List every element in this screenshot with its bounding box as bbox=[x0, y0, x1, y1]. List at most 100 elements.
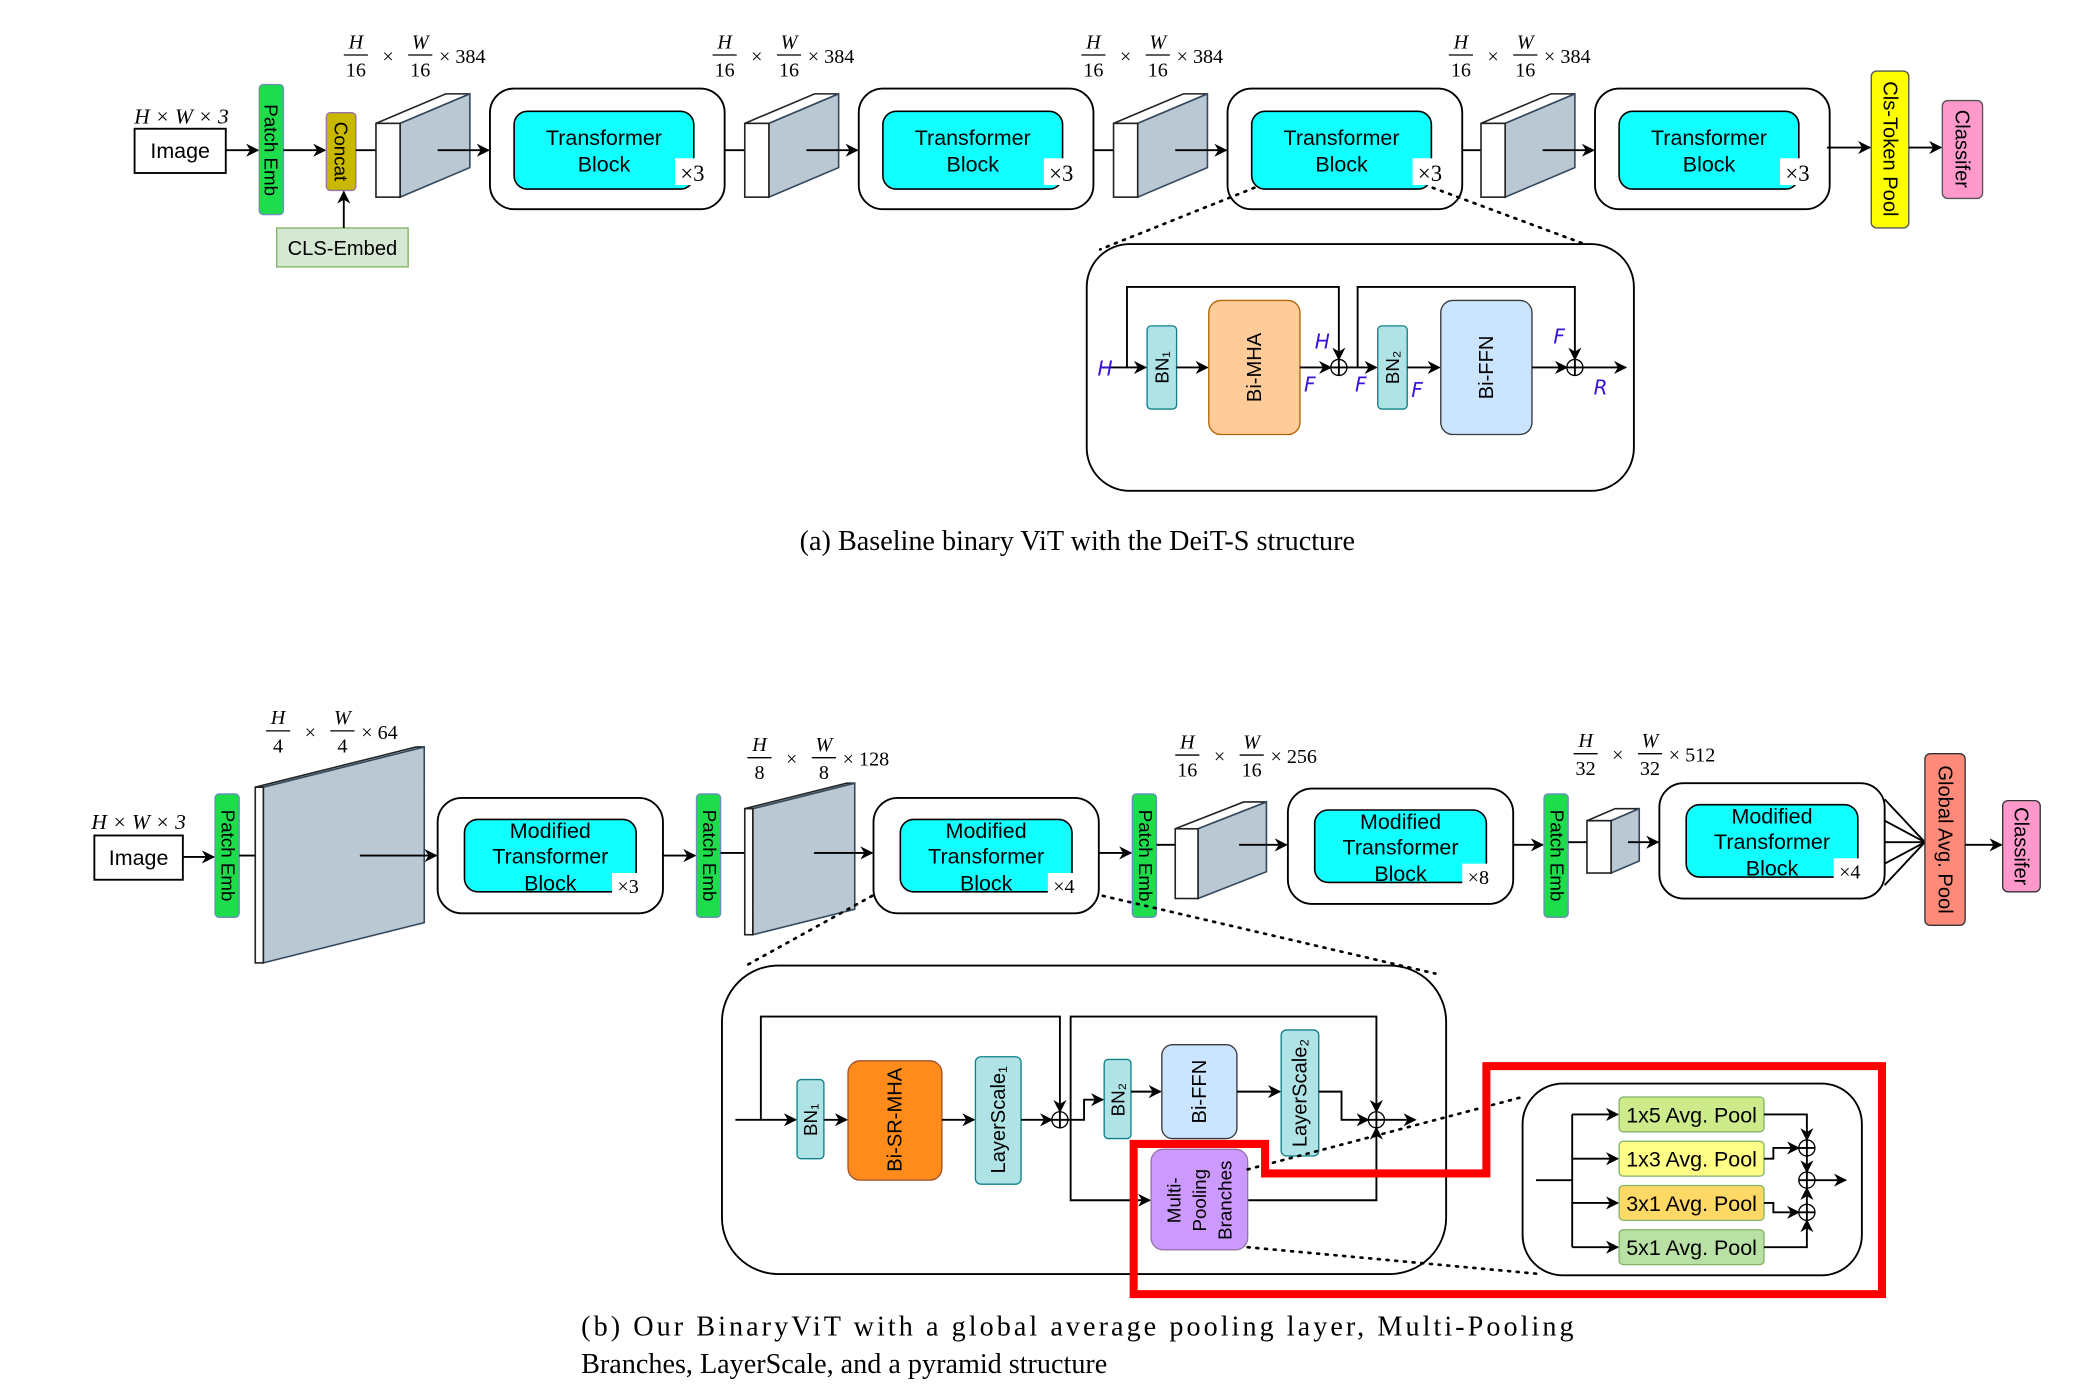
feature-map-tensor bbox=[1586, 807, 1641, 875]
modified-transformer-block bbox=[1313, 809, 1488, 884]
svg-text:16: 16 bbox=[346, 59, 366, 81]
token-fan-lines bbox=[1883, 798, 1926, 886]
arrow bbox=[1763, 1201, 1801, 1219]
svg-text:16: 16 bbox=[779, 59, 799, 81]
svg-text:H: H bbox=[751, 734, 768, 756]
svg-text:×: × bbox=[786, 749, 797, 771]
svg-text:16: 16 bbox=[715, 59, 735, 81]
global-avg-pool-block bbox=[1924, 753, 1966, 927]
block-label: Block bbox=[524, 871, 577, 895]
global-avg-pool-label: Global Avg. Pool bbox=[1933, 765, 1955, 913]
patch-emb-block bbox=[1131, 793, 1158, 918]
svg-text:32: 32 bbox=[1640, 758, 1660, 780]
input-dimension-label: H × W × 3 bbox=[90, 810, 185, 834]
svg-text:× 512: × 512 bbox=[1669, 745, 1716, 767]
feature-map-tensor bbox=[743, 92, 840, 199]
arrow bbox=[1067, 1093, 1105, 1121]
transformer-block bbox=[1250, 110, 1433, 190]
svg-text:W: W bbox=[1243, 731, 1262, 753]
classifier-block bbox=[2002, 799, 2041, 893]
feature-map-tensor bbox=[254, 745, 426, 964]
block-label: Block bbox=[960, 871, 1013, 895]
cls-embed-block bbox=[276, 227, 409, 268]
patch-emb-label: Patch Emb bbox=[1547, 810, 1568, 902]
tensor-dimension-label: H16×W16× 256 bbox=[1175, 731, 1317, 781]
avg-pool-label: 1x5 Avg. Pool bbox=[1626, 1103, 1757, 1127]
bi-sr-mha-label: Bi-SR-MHA bbox=[885, 1067, 907, 1171]
svg-text:×: × bbox=[1487, 46, 1498, 68]
feature-map-tensor bbox=[375, 92, 471, 199]
add-icon-cross bbox=[1051, 1111, 1068, 1128]
arrow bbox=[1763, 1219, 1814, 1249]
svg-text:16: 16 bbox=[410, 59, 430, 81]
concat-block bbox=[325, 111, 357, 192]
classifier-label: Classifer bbox=[2010, 807, 2032, 886]
tensor-dimension-label: H4×W4× 64 bbox=[266, 707, 398, 757]
patch-emb-block bbox=[695, 793, 722, 918]
svg-text:×: × bbox=[1214, 746, 1225, 768]
svg-text:16: 16 bbox=[1515, 59, 1535, 81]
repeat-count: ×3 bbox=[1049, 161, 1073, 186]
patch-emb-label: Patch Emb bbox=[218, 810, 239, 902]
block-label: Block bbox=[947, 153, 1000, 177]
svg-text:4: 4 bbox=[273, 735, 283, 757]
annotation: H bbox=[1097, 356, 1112, 380]
caption-a: (a) Baseline binary ViT with the DeiT-S … bbox=[800, 526, 1355, 557]
modified-transformer-block bbox=[463, 818, 637, 893]
avg-pool-label: 1x3 Avg. Pool bbox=[1626, 1148, 1757, 1172]
svg-text:16: 16 bbox=[1148, 59, 1168, 81]
svg-text:W: W bbox=[1517, 31, 1536, 53]
bn1-label: BN₁ bbox=[800, 1104, 821, 1136]
svg-text:×: × bbox=[1612, 745, 1623, 767]
transformer-block bbox=[1618, 110, 1800, 190]
svg-text:× 256: × 256 bbox=[1270, 746, 1317, 768]
skip-connection bbox=[1356, 286, 1582, 368]
avg-pool-label: 5x1 Avg. Pool bbox=[1626, 1236, 1757, 1260]
tensor-dimension-label: H16×W16× 384 bbox=[343, 31, 486, 81]
block-label: Transformer bbox=[1714, 830, 1830, 854]
arrow bbox=[1247, 1126, 1383, 1202]
svg-text:H: H bbox=[270, 707, 287, 729]
annotation: F bbox=[1553, 324, 1565, 348]
svg-text:H: H bbox=[1577, 730, 1594, 752]
modified-transformer-block bbox=[899, 818, 1073, 893]
skip-connection bbox=[1126, 286, 1346, 368]
classifier-label: Classifer bbox=[1951, 110, 1973, 189]
skip-connection bbox=[1069, 1015, 1383, 1120]
branch-connection bbox=[1069, 1119, 1152, 1207]
svg-text:× 128: × 128 bbox=[843, 749, 890, 771]
multi-pooling-detail bbox=[1521, 1082, 1863, 1277]
add-icons bbox=[1798, 1139, 1816, 1222]
svg-text:×: × bbox=[305, 722, 316, 744]
svg-text:16: 16 bbox=[1242, 759, 1262, 781]
bi-mha-block bbox=[1208, 299, 1301, 436]
patch-emb-label: Patch Emb bbox=[699, 810, 720, 902]
multi-pooling-label: Pooling bbox=[1189, 1169, 1210, 1232]
block-label: Transformer bbox=[1284, 126, 1400, 150]
svg-text:W: W bbox=[1642, 730, 1661, 752]
svg-text:× 384: × 384 bbox=[808, 46, 855, 68]
image-label: Image bbox=[109, 846, 169, 870]
arrow bbox=[1763, 1141, 1801, 1160]
svg-text:W: W bbox=[781, 31, 800, 53]
block-label: Transformer bbox=[915, 126, 1031, 150]
block-label: Transformer bbox=[492, 845, 608, 869]
svg-text:W: W bbox=[816, 734, 835, 756]
repeat-count: ×8 bbox=[1468, 867, 1489, 889]
bn2-label: BN₂ bbox=[1107, 1083, 1128, 1116]
bi-ffn-label: Bi-FFN bbox=[1189, 1060, 1211, 1124]
bn1-label: BN₁ bbox=[1152, 351, 1173, 383]
svg-text:× 384: × 384 bbox=[439, 46, 486, 68]
tensor-dimension-label: H16×W16× 384 bbox=[712, 31, 855, 81]
svg-text:32: 32 bbox=[1576, 758, 1596, 780]
annotation: H bbox=[1315, 330, 1330, 354]
block-label: Modified bbox=[1731, 804, 1812, 828]
svg-text:× 384: × 384 bbox=[1177, 46, 1224, 68]
feature-map-tensor bbox=[1480, 92, 1576, 199]
patch-emb-block bbox=[1543, 793, 1569, 918]
concat-label: Concat bbox=[330, 122, 351, 182]
cls-embed-label: CLS-Embed bbox=[288, 238, 398, 260]
block-label: Transformer bbox=[546, 126, 662, 150]
svg-text:H: H bbox=[1085, 31, 1102, 53]
